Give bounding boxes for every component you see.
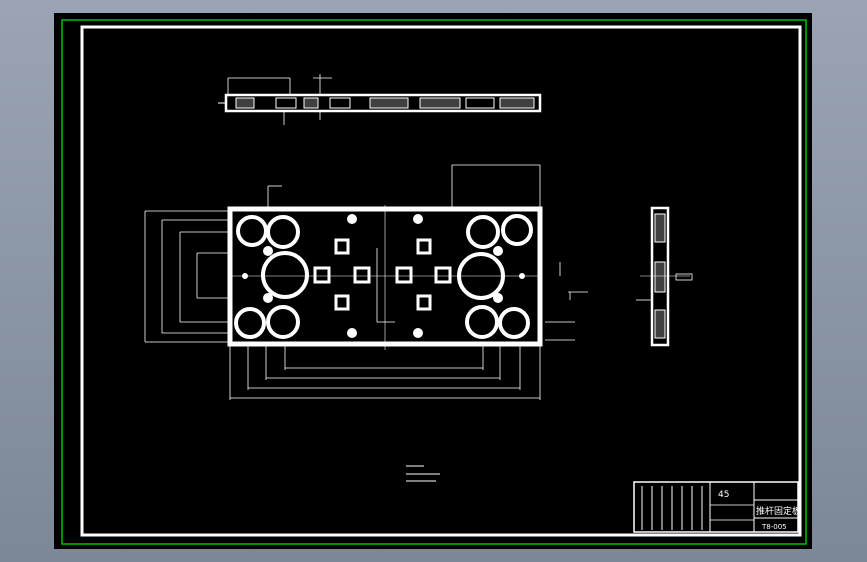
dimension-lines	[144, 164, 588, 400]
material-label: 45	[718, 490, 729, 500]
main-plan-view	[227, 205, 543, 350]
outer-frame	[61, 19, 807, 545]
drawing-number-label: T8-005	[761, 523, 787, 531]
part-name-label: 推杆固定板	[756, 505, 801, 517]
title-block: 45 推杆固定板 T8-005	[633, 481, 801, 533]
inner-frame	[80, 25, 802, 537]
drawing-sheet	[54, 13, 812, 549]
top-section-view	[218, 74, 542, 125]
technical-notes	[406, 465, 440, 482]
side-section-view	[636, 206, 693, 347]
